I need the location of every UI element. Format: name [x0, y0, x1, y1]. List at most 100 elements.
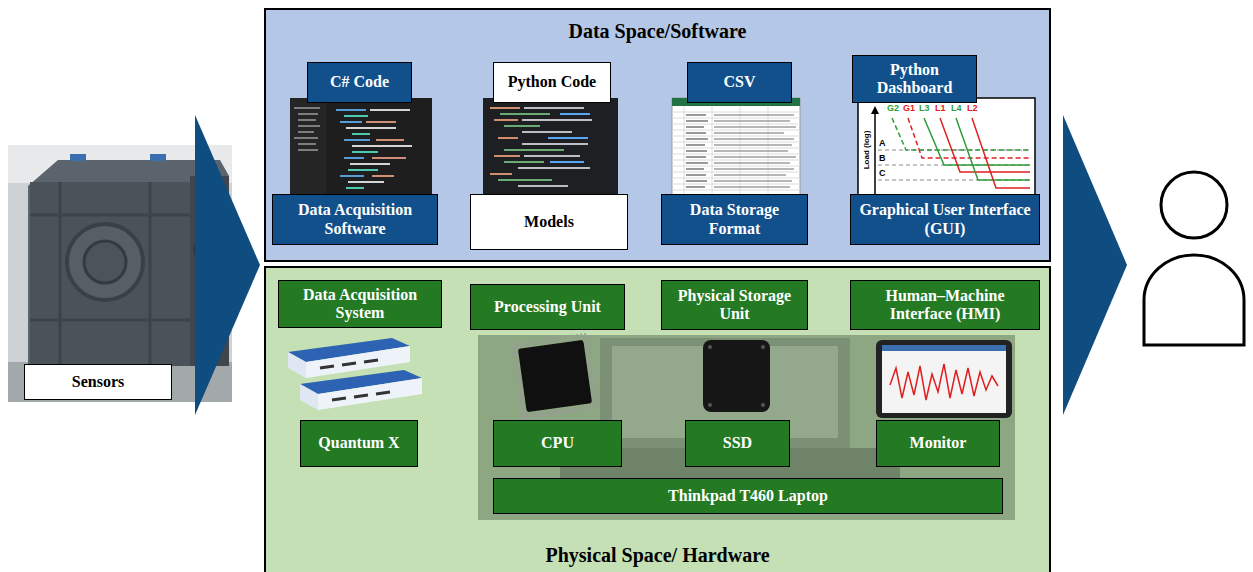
laptop-photo: [478, 335, 1015, 520]
box-label: CSV: [723, 73, 755, 91]
spreadsheet-screenshot: [686, 115, 708, 187]
code-screenshot: [290, 98, 326, 195]
level-label: C: [879, 169, 886, 178]
spreadsheet-screenshot: [714, 115, 796, 187]
monitor-screen: [876, 340, 1012, 418]
hardware-box: CPU: [493, 420, 622, 467]
axis-title: Load (log): [863, 131, 871, 170]
spreadsheet-screenshot: [672, 112, 800, 190]
panel-ground: [264, 8, 1051, 262]
hardware-panel: Physical Space/ HardwareData Acquisition…: [264, 266, 1051, 572]
panel-ground: [264, 266, 1051, 572]
box-label: Data Acquisition System: [285, 286, 435, 323]
code-screenshot: [366, 122, 406, 176]
panel-ground: [264, 8, 1051, 572]
daq-device: [318, 378, 422, 410]
box-label: Python Code: [508, 73, 596, 91]
cpu-chip: [513, 335, 596, 417]
code-screenshot: [290, 98, 432, 195]
box-label: Monitor: [910, 434, 967, 452]
panel-title: Data Space/Software: [569, 20, 747, 43]
software-box: Models: [470, 194, 628, 250]
gearbox-photo: [70, 154, 86, 161]
box-label: Thinkpad T460 Laptop: [668, 487, 828, 505]
monitor-screen: [882, 345, 1006, 413]
box-label: Human–Machine Interface (HMI): [857, 287, 1033, 324]
ssd-drive: [708, 345, 712, 349]
dashboard-chart: [940, 118, 1030, 172]
flow-chevron: [1063, 115, 1127, 415]
daq-device: [288, 352, 306, 378]
gearbox-photo: [84, 241, 126, 283]
software-box: Data Storage Format: [661, 194, 808, 245]
gearbox-photo: [150, 154, 166, 161]
dashboard-chart: [956, 118, 1030, 180]
box-label: Sensors: [72, 373, 124, 391]
daq-device: [320, 360, 378, 368]
box-label: Models: [524, 213, 574, 231]
dashboard-chart: [972, 118, 1030, 188]
code-screenshot: [483, 98, 618, 195]
ssd-drive: [703, 340, 770, 412]
daq-device: [288, 338, 422, 410]
curve-label: G1: [903, 104, 915, 113]
curve-label: L1: [935, 104, 946, 113]
curve-label: G2: [887, 104, 899, 113]
software-box: CSV: [687, 62, 792, 103]
code-screenshot: [346, 110, 412, 182]
dashboard-chart: [871, 106, 879, 114]
level-label: A: [879, 139, 886, 148]
hardware-box: Physical Storage Unit: [661, 280, 808, 330]
user-icon: [1161, 172, 1227, 238]
hardware-box: Monitor: [876, 420, 1000, 467]
user-icon: [1144, 255, 1244, 345]
ssd-drive: [708, 403, 712, 407]
code-screenshot: [490, 108, 520, 174]
curve-label: L3: [919, 104, 930, 113]
ssd-drive: [761, 403, 765, 407]
curve-label: L2: [967, 104, 978, 113]
laptop-photo: [478, 335, 1015, 520]
hardware-box: Quantum X: [300, 420, 418, 467]
code-screenshot: [344, 116, 378, 188]
dashboard-chart: [858, 98, 1035, 195]
box-label: SSD: [723, 434, 752, 452]
hardware-box: Processing Unit: [470, 284, 625, 330]
gearbox-photo: [30, 182, 190, 366]
sensor-box: Sensors: [24, 364, 172, 400]
software-box: Python Dashboard: [852, 55, 977, 103]
ssd-drive: [761, 345, 765, 349]
dashboard-chart: [858, 98, 1035, 195]
code-screenshot: [498, 114, 564, 180]
daq-device: [332, 392, 390, 400]
gearbox-photo: [67, 224, 143, 300]
software-box: Python Code: [493, 62, 611, 103]
ssd-drive: [703, 340, 770, 412]
hardware-box: SSD: [685, 420, 790, 467]
hardware-box: Thinkpad T460 Laptop: [493, 478, 1003, 514]
software-box: Graphical User Interface (GUI): [850, 194, 1040, 245]
flow-chevron: [195, 115, 260, 415]
cpu-chip: [518, 340, 592, 413]
spreadsheet-screenshot: [672, 98, 800, 195]
monitor-screen: [876, 340, 1012, 418]
software-box: Data Acquisition Software: [272, 194, 438, 245]
level-label: B: [879, 154, 886, 163]
code-screenshot: [483, 98, 618, 195]
curve-label: L4: [951, 104, 962, 113]
code-screenshot: [518, 108, 592, 186]
code-screenshot: [290, 98, 432, 195]
hardware-box: Human–Machine Interface (HMI): [850, 280, 1040, 330]
code-screenshot: [548, 114, 590, 162]
daq-device: [300, 384, 318, 410]
box-label: Graphical User Interface (GUI): [857, 201, 1033, 238]
monitor-screen: [882, 345, 1006, 351]
cpu-chip: [513, 335, 596, 417]
box-label: Data Acquisition Software: [279, 201, 431, 238]
code-screenshot: [336, 110, 370, 176]
user-icon: [1144, 172, 1244, 345]
box-label: CPU: [541, 434, 574, 452]
hardware-box: Data Acquisition System: [278, 280, 442, 328]
box-label: C# Code: [330, 73, 389, 91]
